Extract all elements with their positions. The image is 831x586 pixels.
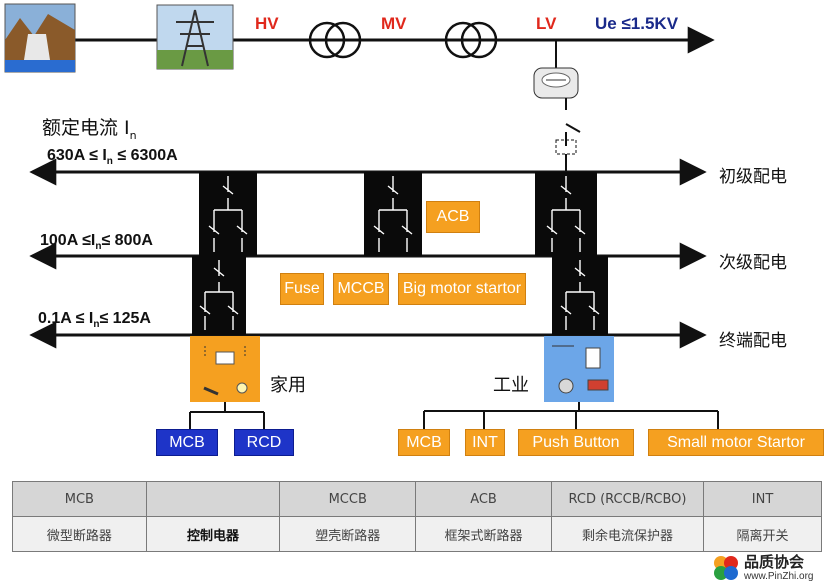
level-range-primary: 630A ≤ In ≤ 6300A — [47, 147, 178, 168]
legend-cell: 剩余电流保护器 — [550, 516, 705, 552]
big-motor-startor-box: Big motor startor — [398, 273, 526, 305]
industrial-int-box: INT — [465, 429, 505, 456]
level-name-final: 终端配电 — [719, 331, 787, 351]
watermark-logo: 品质协会 www.PinZhi.org — [712, 551, 830, 585]
legend-cell: 框架式断路器 — [415, 516, 552, 552]
fuse-box: Fuse — [280, 273, 324, 305]
pylon-icon — [156, 4, 234, 70]
legend-table: MCB MCCB ACB RCD (RCCB/RCBO) INT 微型断路器 控… — [12, 481, 822, 552]
watermark-url: www.PinZhi.org — [744, 571, 814, 582]
legend-cell: 控制电器 — [145, 516, 281, 552]
legend-row-abbr: MCB MCCB ACB RCD (RCCB/RCBO) INT — [12, 481, 822, 517]
legend-cell — [145, 481, 281, 517]
level-name-secondary: 次级配电 — [719, 253, 787, 273]
transformer-icon — [444, 21, 498, 59]
legend-cell: RCD (RCCB/RCBO) — [550, 481, 705, 517]
industrial-tree — [423, 402, 719, 429]
lv-label: LV — [536, 14, 557, 33]
domestic-rcd-box: RCD — [234, 429, 294, 456]
distribution-diagram: HV MV LV Ue ≤1.5KV 额定电流 In 630A ≤ In ≤ 6… — [4, 3, 824, 456]
domestic-tree — [189, 402, 265, 429]
voltage-limit-label: Ue ≤1.5KV — [595, 14, 679, 33]
level-name-primary: 初级配电 — [719, 167, 787, 187]
legend-row-name: 微型断路器 控制电器 塑壳断路器 框架式断路器 剩余电流保护器 隔离开关 — [12, 516, 822, 552]
legend-cell: 微型断路器 — [12, 516, 147, 552]
industrial-mcb-box: MCB — [398, 429, 450, 456]
acb-box: ACB — [426, 201, 480, 233]
level-range-final: 0.1A ≤ In≤ 125A — [38, 310, 151, 331]
legend-cell: INT — [703, 481, 822, 517]
rated-current-label: 额定电流 In — [42, 117, 137, 142]
legend-cell: MCB — [12, 481, 147, 517]
domestic-label: 家用 — [270, 375, 306, 396]
level-range-secondary: 100A ≤In≤ 800A — [40, 232, 153, 253]
logo-icon — [714, 556, 738, 580]
switchgear-panel — [192, 172, 608, 335]
domestic-load-icon — [190, 336, 260, 402]
power-plant-icon — [4, 3, 76, 73]
hv-label: HV — [255, 14, 279, 33]
legend-cell: MCCB — [279, 481, 417, 517]
industrial-label: 工业 — [493, 375, 529, 396]
legend-cell: 隔离开关 — [703, 516, 822, 552]
meter-icon — [533, 67, 579, 99]
breaker-symbols — [199, 176, 600, 330]
industrial-load-icon — [544, 336, 614, 402]
transformer-icon — [308, 21, 362, 59]
watermark-cn: 品质协会 — [744, 553, 805, 571]
legend-cell: 塑壳断路器 — [279, 516, 417, 552]
legend-cell: ACB — [415, 481, 552, 517]
mv-label: MV — [381, 14, 407, 33]
diagram-lines — [4, 3, 719, 429]
domestic-mcb-box: MCB — [156, 429, 218, 456]
push-button-box: Push Button — [518, 429, 634, 456]
small-motor-startor-box: Small motor Startor — [648, 429, 824, 456]
mccb-box: MCCB — [333, 273, 389, 305]
